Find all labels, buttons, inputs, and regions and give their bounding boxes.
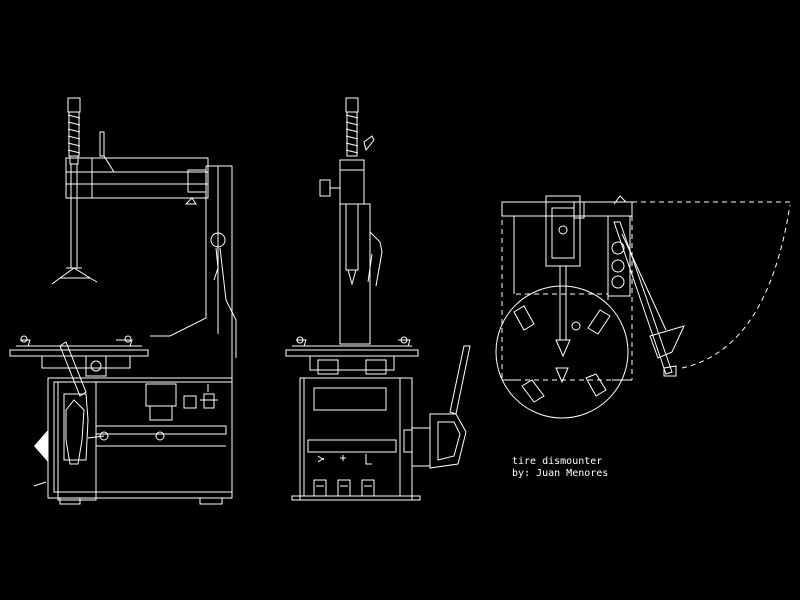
front-view <box>286 98 470 500</box>
side-bead-shovel <box>34 430 48 462</box>
side-column-lever <box>100 132 114 172</box>
side-horizontal-arm <box>66 158 208 204</box>
side-mount-column <box>52 98 97 284</box>
front-mount-column <box>320 98 364 284</box>
side-turntable <box>10 336 148 376</box>
top-wheel-circle <box>496 286 628 418</box>
front-bead-breaker <box>412 346 470 468</box>
top-clamp-jaws <box>514 306 610 402</box>
side-tower <box>150 166 236 380</box>
top-bead-arm <box>614 196 684 376</box>
side-view <box>10 98 236 504</box>
top-hidden-lines <box>502 202 790 380</box>
front-turntable <box>286 337 418 374</box>
side-bead-lever <box>60 342 86 396</box>
caption-author: by: Juan Menores <box>512 468 608 479</box>
front-column-lever <box>364 136 382 286</box>
front-cabinet <box>292 378 420 500</box>
caption-title: tire dismounter <box>512 456 602 467</box>
side-cabinet <box>48 378 232 500</box>
top-view <box>496 196 790 418</box>
side-feet <box>60 498 222 504</box>
front-tower <box>340 204 370 344</box>
top-mount-head <box>546 196 584 356</box>
